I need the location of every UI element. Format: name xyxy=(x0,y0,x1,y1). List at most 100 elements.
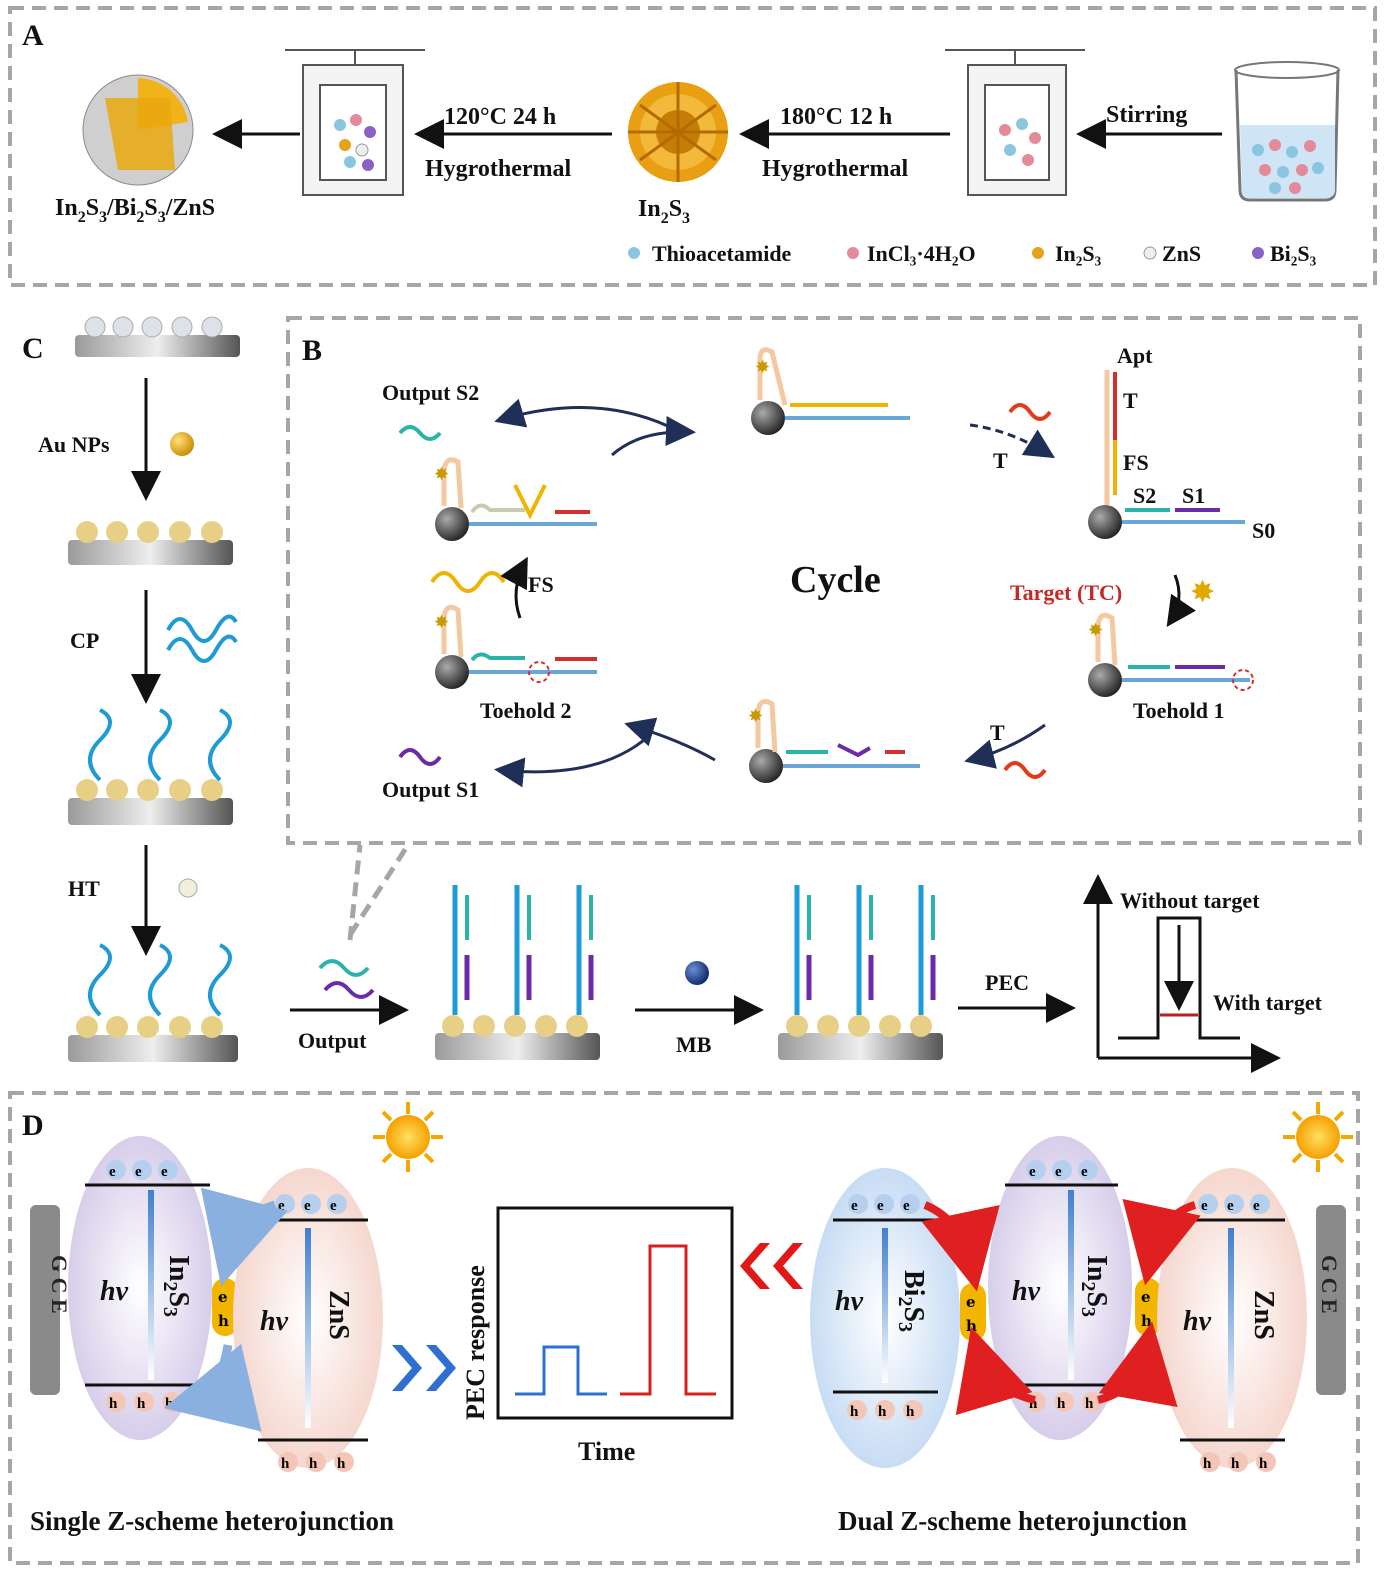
electron: e xyxy=(1081,1164,1088,1180)
svg-text:✸: ✸ xyxy=(755,357,770,378)
hv-label: hv xyxy=(835,1286,864,1317)
bi2s3-band-label: Bi2S3 xyxy=(894,1270,929,1332)
gce-label-left: G C E xyxy=(47,1255,72,1314)
pec-trace-single xyxy=(515,1345,607,1396)
electrode-ht xyxy=(68,943,238,1062)
in2s3-label: In2S3 xyxy=(638,196,690,227)
electron: e xyxy=(877,1198,884,1214)
pec-trace-dual xyxy=(620,1244,716,1396)
arrow-t-in-2 xyxy=(964,723,1046,769)
probe-assembly-top: ✸ xyxy=(751,347,910,435)
legend-marker xyxy=(847,247,859,259)
hole: h xyxy=(850,1404,859,1420)
svg-text:✸: ✸ xyxy=(1088,620,1103,641)
hole: h xyxy=(878,1404,887,1420)
legend-marker xyxy=(1252,247,1264,259)
s1-strand-icon xyxy=(398,748,442,766)
cycle-label: Cycle xyxy=(790,559,881,601)
s0-label: S0 xyxy=(1252,518,1275,543)
output-s1-strand-icon xyxy=(323,981,375,999)
hole: h xyxy=(1141,1312,1152,1330)
electron: e xyxy=(330,1198,337,1214)
electron: e xyxy=(278,1198,285,1214)
electron: e xyxy=(966,1293,976,1311)
au-nps-label: Au NPs xyxy=(38,432,110,457)
toehold1-label: Toehold 1 xyxy=(1133,698,1225,723)
arrow-target xyxy=(1166,574,1196,627)
panel-c-letter: C xyxy=(22,332,44,365)
trigger-strand-icon xyxy=(1008,403,1052,421)
chevron-left-icon xyxy=(740,1243,803,1289)
charge-transfer-arrow xyxy=(955,1327,1036,1416)
svg-text:✸: ✸ xyxy=(434,612,449,633)
zns-band-label: ZnS xyxy=(323,1290,354,1340)
panel-a-frame xyxy=(8,6,1377,287)
in2s3-band-label: In2S3 xyxy=(1077,1255,1112,1317)
hv-label: hv xyxy=(260,1306,289,1337)
legend-marker xyxy=(628,247,640,259)
gce-electrode-left xyxy=(30,1205,60,1395)
electrode-hybridized xyxy=(435,885,600,1060)
hole: h xyxy=(1203,1456,1212,1472)
hole: h xyxy=(137,1396,146,1412)
arrow-cycle-top xyxy=(611,416,696,457)
hole: h xyxy=(1029,1396,1038,1412)
trigger-strand-icon xyxy=(1003,761,1047,779)
probe-assembly-bottom: ✸ xyxy=(748,698,920,783)
electrode-au xyxy=(68,521,233,565)
svg-text:✸: ✸ xyxy=(748,706,763,727)
in2s3-band-label: In2S3 xyxy=(159,1255,194,1317)
electron: e xyxy=(135,1164,142,1180)
step2-method: Hygrothermal xyxy=(762,156,909,182)
hv-label: hv xyxy=(1183,1306,1212,1337)
autoclave-icon xyxy=(945,49,1085,196)
t-label-2: T xyxy=(990,720,1005,745)
s2-label: S2 xyxy=(1133,483,1156,508)
legend-marker xyxy=(1032,247,1044,259)
electron: e xyxy=(1141,1288,1151,1306)
legend-item: InCl₃·4H₂O xyxy=(867,241,976,266)
panel-a-letter: A xyxy=(22,19,44,52)
toehold2-label: Toehold 2 xyxy=(480,698,572,723)
gce-label-right: G C E xyxy=(1317,1255,1342,1314)
hole: h xyxy=(1259,1456,1268,1472)
charge-transfer-arrow xyxy=(163,1343,262,1432)
zns-band-label: ZnS xyxy=(1248,1290,1279,1340)
pec-label: PEC xyxy=(985,970,1029,995)
charge-pair-capsule xyxy=(960,1283,986,1341)
charge-transfer-arrow xyxy=(1122,1198,1201,1286)
charge-transfer-arrow xyxy=(921,1201,1000,1292)
target-label: Target (TC) xyxy=(1010,580,1122,605)
step1-temp: 120°C 24 h xyxy=(444,104,556,130)
hole: h xyxy=(337,1456,346,1472)
ht-label: HT xyxy=(68,876,100,901)
legend-item: Bi₂S₃ xyxy=(1270,241,1317,266)
arrow-output-s1 xyxy=(494,733,652,788)
electrode-mb xyxy=(778,885,943,1060)
panel-b-letter: B xyxy=(302,334,322,367)
pec-response-chart xyxy=(496,1206,734,1420)
callout-line xyxy=(347,843,411,937)
electron: e xyxy=(1201,1198,1208,1214)
in2s3-flower-icon xyxy=(628,82,728,182)
fs-label: FS xyxy=(1123,450,1149,475)
panel-b-frame xyxy=(286,316,1362,845)
hv-label: hv xyxy=(1012,1276,1041,1307)
electrode-cp xyxy=(68,708,233,825)
hole: h xyxy=(966,1317,977,1335)
electron: e xyxy=(1227,1198,1234,1214)
output-label: Output xyxy=(298,1028,367,1053)
output-s2-label: Output S2 xyxy=(382,380,479,405)
electron: e xyxy=(1253,1198,1260,1214)
s1-label: S1 xyxy=(1182,483,1205,508)
hole: h xyxy=(1057,1396,1066,1412)
electron: e xyxy=(1055,1164,1062,1180)
arrow-t-in xyxy=(969,423,1056,459)
mb-molecule-icon xyxy=(685,961,709,985)
core-shell-sphere-icon xyxy=(82,74,194,186)
au-nanoparticle-icon xyxy=(170,432,194,456)
step1-method: Hygrothermal xyxy=(425,156,572,182)
gce-electrode-right xyxy=(1316,1205,1346,1395)
composite-label: In2S3/Bi2S3/ZnS xyxy=(55,195,215,226)
